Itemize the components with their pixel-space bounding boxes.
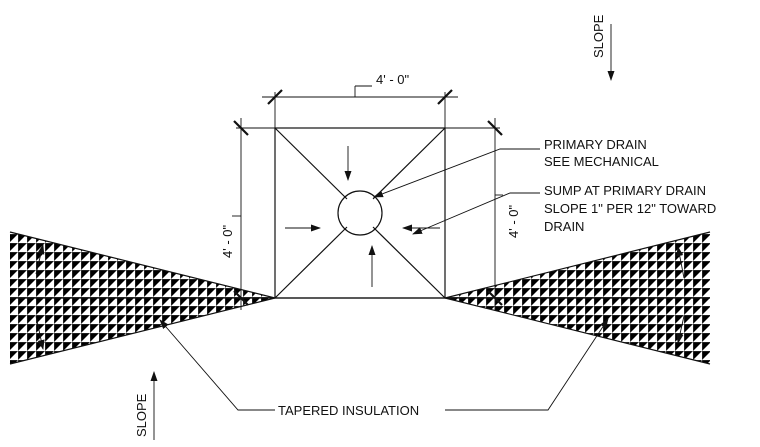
sump-square bbox=[274, 127, 446, 299]
tapered-insulation-leader bbox=[159, 319, 275, 411]
dimension-vertical-right bbox=[445, 118, 503, 310]
primary-drain-label-line2: SEE MECHANICAL bbox=[544, 154, 659, 169]
sump-label-line3: DRAIN bbox=[544, 219, 584, 234]
primary-drain-leader bbox=[373, 148, 540, 198]
dimension-vertical-left bbox=[232, 118, 275, 310]
dimension-vertical-right-label: 4' - 0" bbox=[506, 205, 521, 238]
tapered-insulation-label: TAPERED INSULATION bbox=[278, 403, 419, 418]
dimension-vertical-left-label: 4' - 0" bbox=[220, 225, 235, 258]
slope-label-top: SLOPE bbox=[591, 14, 606, 58]
sump-label-line1: SUMP AT PRIMARY DRAIN bbox=[544, 183, 706, 198]
dimension-horizontal bbox=[262, 85, 458, 128]
primary-drain-label-line1: PRIMARY DRAIN bbox=[544, 137, 647, 152]
sump-label-line2: SLOPE 1" PER 12" TOWARD bbox=[544, 201, 716, 216]
tapered-insulation-leader-right bbox=[445, 318, 609, 411]
dimension-horizontal-label: 4' - 0" bbox=[376, 72, 409, 87]
sump-leader bbox=[412, 192, 540, 235]
slope-label-bottom: SLOPE bbox=[134, 393, 149, 437]
primary-drain-circle bbox=[337, 190, 383, 236]
insulation-thickness-arrows bbox=[35, 244, 685, 350]
